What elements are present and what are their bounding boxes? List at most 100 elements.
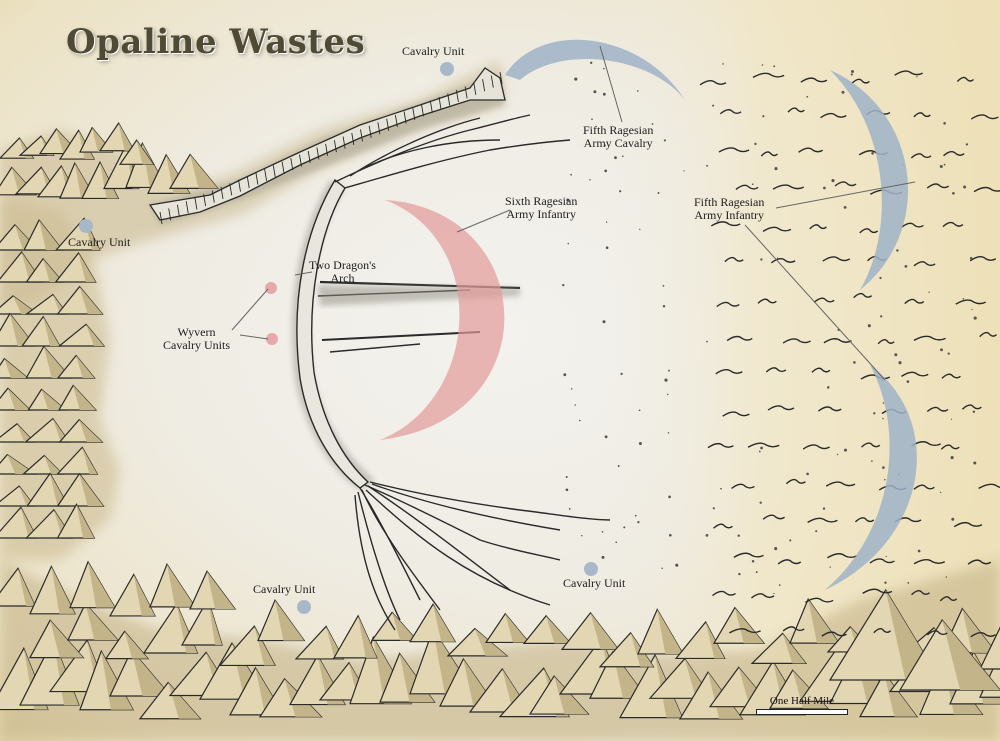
pebble [834, 338, 837, 341]
dune [707, 442, 734, 449]
cliff-hatch [421, 104, 424, 117]
cavalry-unit-marker-southeast [584, 562, 598, 576]
mountain-shade [12, 295, 38, 314]
cliff-hatch [264, 168, 268, 181]
cavalry-unit-label-south: Cavalry Unit [253, 582, 316, 596]
pebble [615, 541, 618, 544]
pebble [605, 221, 608, 223]
sixth-ragesian-army-infantry-label: Sixth Ragesian Army Infantry [505, 195, 577, 221]
mountain-shade [463, 659, 496, 707]
dune [757, 298, 777, 304]
dune [785, 478, 806, 485]
dune [826, 553, 858, 559]
pebble [853, 361, 856, 364]
pebble [943, 163, 946, 166]
pebble [614, 156, 617, 160]
wyvern-label-line2: Cavalry Units [163, 338, 230, 352]
pebble-marks [562, 61, 977, 595]
dune [822, 256, 851, 262]
dune [800, 77, 828, 83]
cliff-hatch [159, 211, 163, 225]
pebble [738, 572, 741, 576]
mountain-shade [86, 324, 104, 346]
dune [901, 371, 929, 377]
pebble [667, 432, 670, 434]
pebble [589, 179, 591, 181]
mountain-glyphs [0, 122, 1000, 720]
pebble [761, 64, 764, 66]
pebble [562, 283, 565, 287]
pebble [843, 205, 847, 209]
mountain-shade [41, 167, 58, 194]
cliff-hatch [211, 190, 215, 203]
dune [713, 523, 733, 529]
cliff-hatch [290, 158, 294, 171]
pebble [706, 164, 709, 167]
dune [729, 628, 761, 634]
pebble [952, 191, 955, 195]
mountain-shade [124, 631, 148, 659]
dune [869, 558, 895, 564]
pebble [668, 495, 671, 499]
fifth-ragesian-army-infantry-formation-south [825, 365, 917, 590]
pebble [831, 179, 835, 183]
dune [979, 331, 998, 338]
mountain [24, 293, 69, 315]
dune [805, 597, 834, 604]
cliff-hatch [255, 172, 259, 185]
mountain-shade [9, 313, 35, 346]
pebble [602, 92, 606, 96]
dune [765, 367, 787, 373]
cavalry-unit-marker-south [297, 600, 311, 614]
pebble [634, 514, 637, 517]
pebble [917, 549, 921, 553]
pebble [759, 501, 762, 504]
arch-label-line1: Two Dragon's [309, 258, 376, 272]
dune [751, 593, 775, 599]
pebble [971, 308, 973, 311]
dune [762, 514, 785, 520]
sixth-infantry-label-line1: Sixth Ragesian [505, 194, 578, 208]
pebble [776, 257, 779, 260]
mountain-shade [505, 613, 529, 643]
mountain-shade [76, 504, 95, 538]
pebble [637, 520, 640, 524]
pebble [662, 305, 666, 308]
pebble [965, 143, 969, 146]
cliff-hatch [281, 161, 285, 174]
mountain-shade [79, 473, 104, 506]
pebble [898, 361, 902, 365]
mountain [56, 446, 99, 475]
dune [859, 228, 879, 234]
cliff-hatch [333, 140, 337, 153]
dune [699, 80, 727, 86]
cavalry-unit-label-west: Cavalry Unit [68, 235, 131, 249]
pebble [841, 90, 845, 94]
mountain-shade [884, 672, 917, 717]
mountain-shade [19, 486, 35, 506]
pebble [882, 466, 885, 469]
pebble [754, 142, 757, 146]
pebble [667, 393, 669, 396]
pebble [638, 409, 641, 412]
mountain-shade [7, 388, 31, 410]
mountain-shade [142, 143, 167, 188]
pebble [722, 63, 724, 65]
pebble [751, 183, 754, 186]
mountain-shade [23, 648, 48, 710]
mountain-shade [44, 455, 63, 474]
mountain-shade [14, 224, 38, 250]
fifth-infantry-label-line1: Fifth Ragesian [694, 195, 765, 209]
dune [733, 552, 764, 558]
fifth-ragesian-army-infantry-label: Fifth Ragesian Army Infantry [694, 196, 764, 222]
fifth-infantry-label-line2: Army Infantry [694, 208, 764, 222]
mountain-shade [79, 286, 103, 314]
pebble [806, 95, 809, 98]
pebble [593, 90, 597, 94]
mountain [23, 417, 71, 443]
fifth-cavalry-label-line2: Army Cavalry [583, 136, 653, 150]
cliff-hatch [377, 122, 381, 135]
dune [817, 406, 842, 412]
cavalry-unit-marker-north [440, 62, 454, 76]
